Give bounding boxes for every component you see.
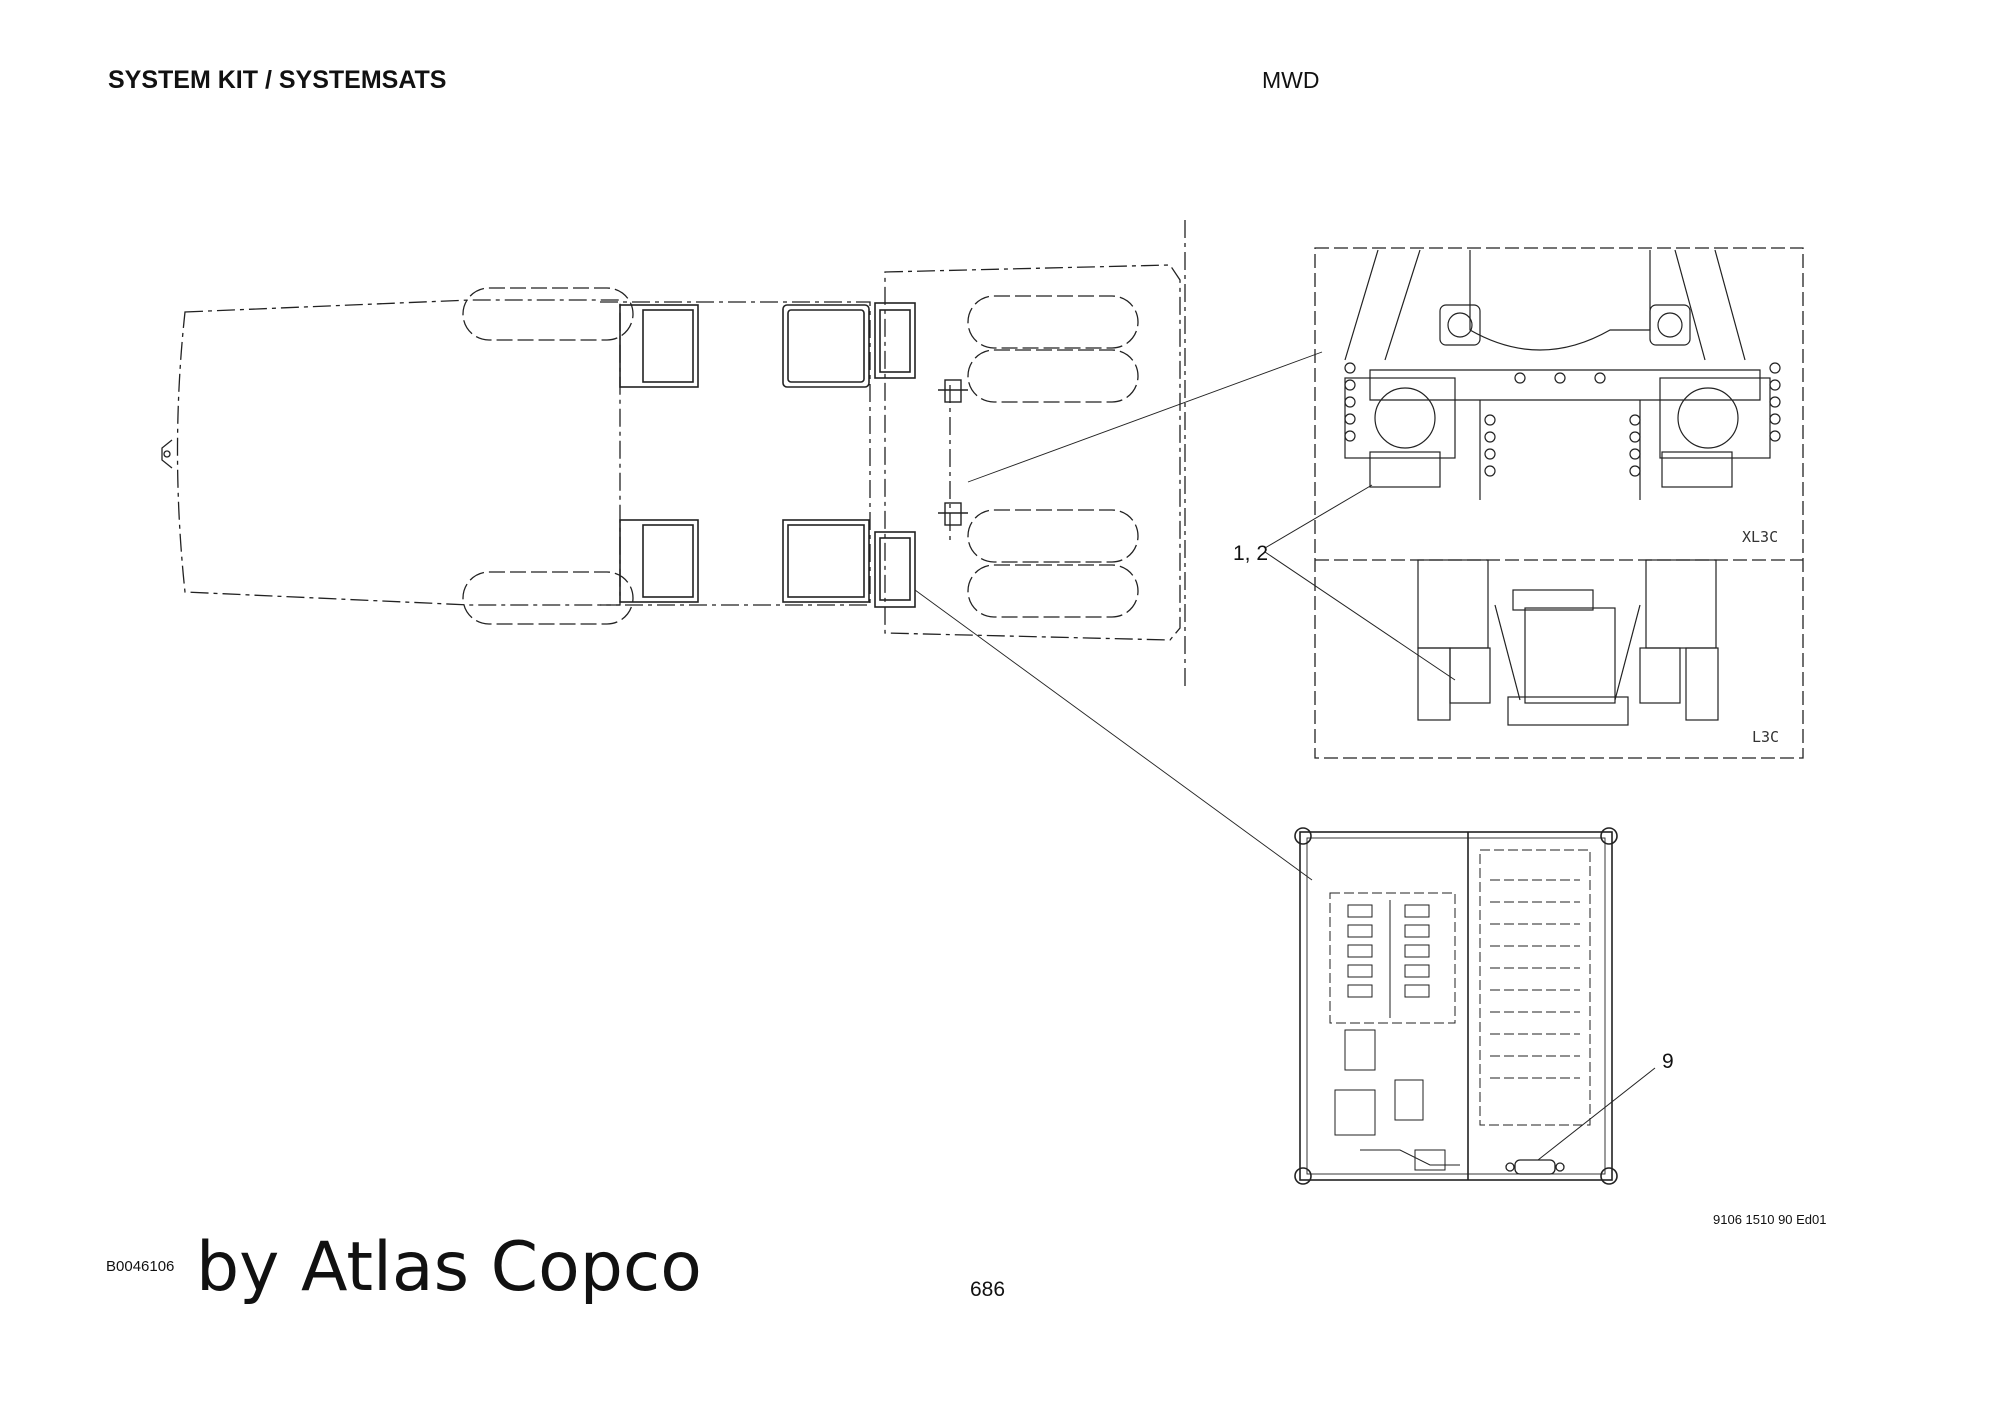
detail-leader-lines	[914, 351, 1323, 881]
machine-top-view	[176, 220, 1186, 690]
view-label-xl3c: XL3C	[1742, 528, 1779, 546]
valve-stack-left	[1347, 904, 1430, 998]
section-code: MWD	[1262, 67, 1320, 93]
callout-items-1-2: 1, 2	[1233, 542, 1269, 565]
rear-tires	[967, 295, 1139, 618]
leader-item-9	[1537, 1067, 1656, 1161]
cabinet-detail	[1294, 827, 1618, 1185]
view-label-l3c: L3C	[1752, 728, 1780, 746]
cabinet-boxes	[619, 302, 916, 608]
xl3c-detail	[1344, 249, 1781, 500]
valve-block-symbols	[938, 379, 968, 526]
l3c-detail	[1417, 559, 1719, 726]
page-title: SYSTEM KIT / SYSTEMSATS	[108, 66, 447, 94]
document-code: 9106 1510 90 Ed01	[1713, 1212, 1827, 1227]
callout-item-9: 9	[1662, 1050, 1674, 1073]
page-number: 686	[970, 1278, 1006, 1301]
detail-frame-xl3c-l3c	[1314, 247, 1804, 759]
figure-id: B0046106	[106, 1258, 175, 1275]
cabinet-bottom-component	[1505, 1159, 1565, 1175]
front-hook	[161, 439, 173, 469]
cabinet-right-compartment	[1479, 849, 1591, 1126]
front-tires	[462, 287, 634, 625]
leader-items-1-2	[1264, 484, 1456, 681]
brand-text: by Atlas Copco	[196, 1228, 702, 1307]
cabinet-left-compartment	[1329, 892, 1460, 1171]
